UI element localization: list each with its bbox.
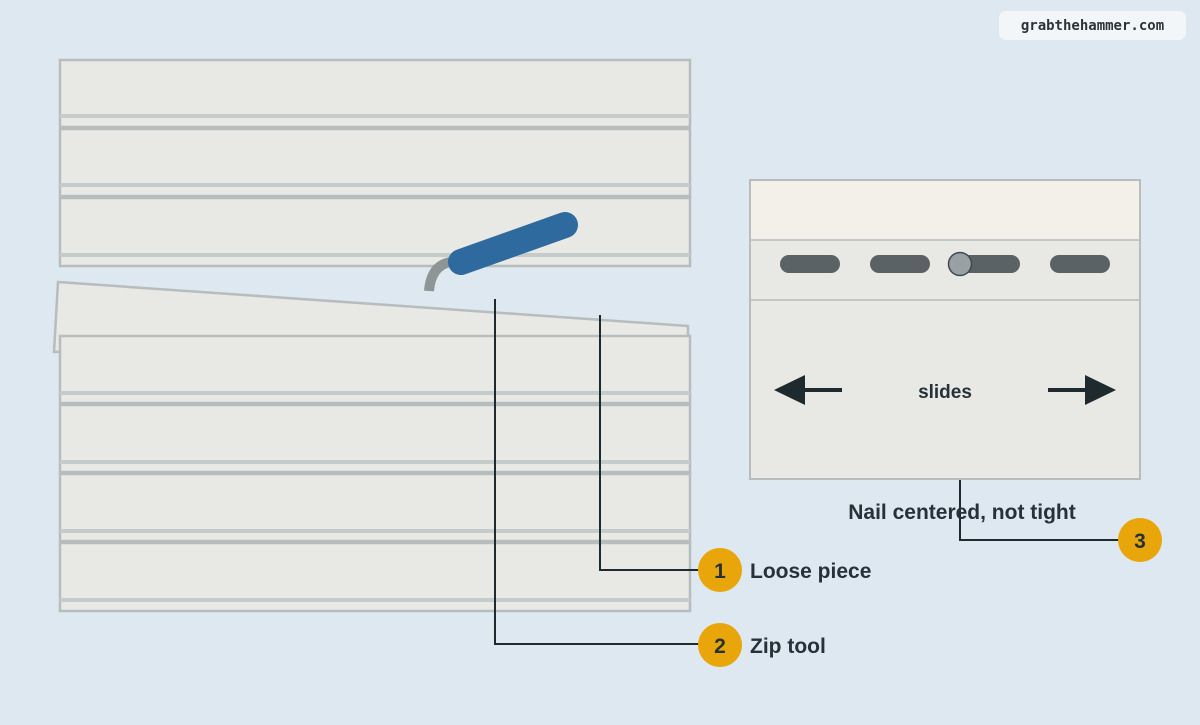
callout-badge bbox=[1118, 518, 1162, 562]
callout-number: 1 bbox=[714, 560, 726, 583]
detail-caption: Nail centered, not tight bbox=[848, 501, 1076, 524]
callout-3: 3 bbox=[1118, 518, 1162, 562]
slides-label: slides bbox=[918, 382, 972, 403]
upper-siding-panels bbox=[58, 58, 692, 268]
callout-badge bbox=[698, 548, 742, 592]
zip-tool-icon bbox=[424, 212, 578, 292]
callout-1: 1 Loose piece bbox=[698, 548, 871, 592]
callout-number: 2 bbox=[714, 635, 726, 658]
callout-number: 3 bbox=[1134, 530, 1146, 553]
nail-slot bbox=[1050, 255, 1110, 273]
site-watermark: grabthehammer.com bbox=[999, 11, 1186, 40]
arrow-right-icon bbox=[1048, 375, 1116, 405]
nail-head-icon bbox=[947, 251, 973, 277]
callout-2: 2 Zip tool bbox=[698, 623, 826, 667]
zip-tool-handle bbox=[448, 212, 578, 275]
nail-slot bbox=[960, 255, 1020, 273]
arrow-left-icon bbox=[774, 375, 842, 405]
detail-soffit bbox=[751, 181, 1139, 240]
leader-line-1 bbox=[599, 315, 700, 571]
nail-slot bbox=[870, 255, 930, 273]
callout-badge bbox=[698, 623, 742, 667]
leader-line-2 bbox=[494, 299, 700, 645]
callout-label: Zip tool bbox=[750, 635, 826, 658]
nail-detail-panel: slides bbox=[749, 179, 1141, 480]
zip-tool-hook bbox=[424, 257, 452, 292]
lower-siding-panels bbox=[58, 334, 692, 613]
callout-label: Loose piece bbox=[750, 560, 871, 583]
nail-slot bbox=[780, 255, 840, 273]
